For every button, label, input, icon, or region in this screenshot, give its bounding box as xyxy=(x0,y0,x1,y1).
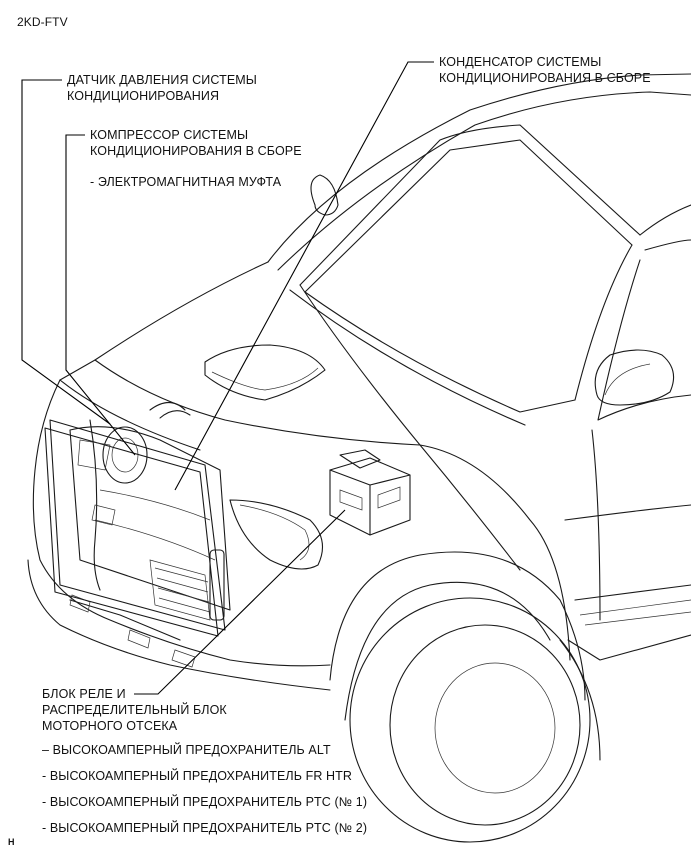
condenser-label: КОНДЕНСАТОР СИСТЕМЫ КОНДИЦИОНИРОВАНИЯ В … xyxy=(439,54,651,86)
leader-condenser xyxy=(174,61,434,491)
leader-relay-block xyxy=(134,509,346,695)
engine-code-label: 2KD-FTV xyxy=(17,15,68,29)
relay-block-label-line2: РАСПРЕДЕЛИТЕЛЬНЫЙ БЛОК xyxy=(42,703,227,717)
pressure-sensor-label-line2: КОНДИЦИОНИРОВАНИЯ xyxy=(67,89,220,103)
relay-block-label: БЛОК РЕЛЕ И РАСПРЕДЕЛИТЕЛЬНЫЙ БЛОК МОТОР… xyxy=(42,686,227,734)
condenser-label-line2: КОНДИЦИОНИРОВАНИЯ В СБОРЕ xyxy=(439,71,651,85)
vehicle-body xyxy=(27,73,691,843)
compressor-label-line1: КОМПРЕССОР СИСТЕМЫ xyxy=(90,128,249,142)
leader-compressor xyxy=(65,134,136,456)
relay-block-label-line3: МОТОРНОГО ОТСЕКА xyxy=(42,719,178,733)
fuse-item-ptc-1: - ВЫСОКОАМПЕРНЫЙ ПРЕДОХРАНИТЕЛЬ PTC (№ 1… xyxy=(42,795,368,809)
condenser-label-line1: КОНДЕНСАТОР СИСТЕМЫ xyxy=(439,55,602,69)
fuse-item-ptc-2: - ВЫСОКОАМПЕРНЫЙ ПРЕДОХРАНИТЕЛЬ PTC (№ 2… xyxy=(42,821,368,835)
fuse-item-fr-htr: - ВЫСОКОАМПЕРНЫЙ ПРЕДОХРАНИТЕЛЬ FR HTR xyxy=(42,769,353,783)
leader-pressure-sensor xyxy=(21,79,111,425)
compressor-label: КОМПРЕССОР СИСТЕМЫ КОНДИЦИОНИРОВАНИЯ В С… xyxy=(90,127,302,159)
leader-lines xyxy=(21,61,434,695)
figure-code: H xyxy=(8,837,15,847)
magnetic-clutch-label: - ЭЛЕКТРОМАГНИТНАЯ МУФТА xyxy=(90,175,282,189)
fuse-item-alt: – ВЫСОКОАМПЕРНЫЙ ПРЕДОХРАНИТЕЛЬ ALT xyxy=(42,743,331,757)
compressor-label-line2: КОНДИЦИОНИРОВАНИЯ В СБОРЕ xyxy=(90,144,302,158)
pressure-sensor-label-line1: ДАТЧИК ДАВЛЕНИЯ СИСТЕМЫ xyxy=(67,73,257,87)
pressure-sensor-label: ДАТЧИК ДАВЛЕНИЯ СИСТЕМЫ КОНДИЦИОНИРОВАНИ… xyxy=(67,72,257,104)
relay-block-label-line1: БЛОК РЕЛЕ И xyxy=(42,687,126,701)
fuse-list: – ВЫСОКОАМПЕРНЫЙ ПРЕДОХРАНИТЕЛЬ ALT - ВЫ… xyxy=(42,742,367,846)
